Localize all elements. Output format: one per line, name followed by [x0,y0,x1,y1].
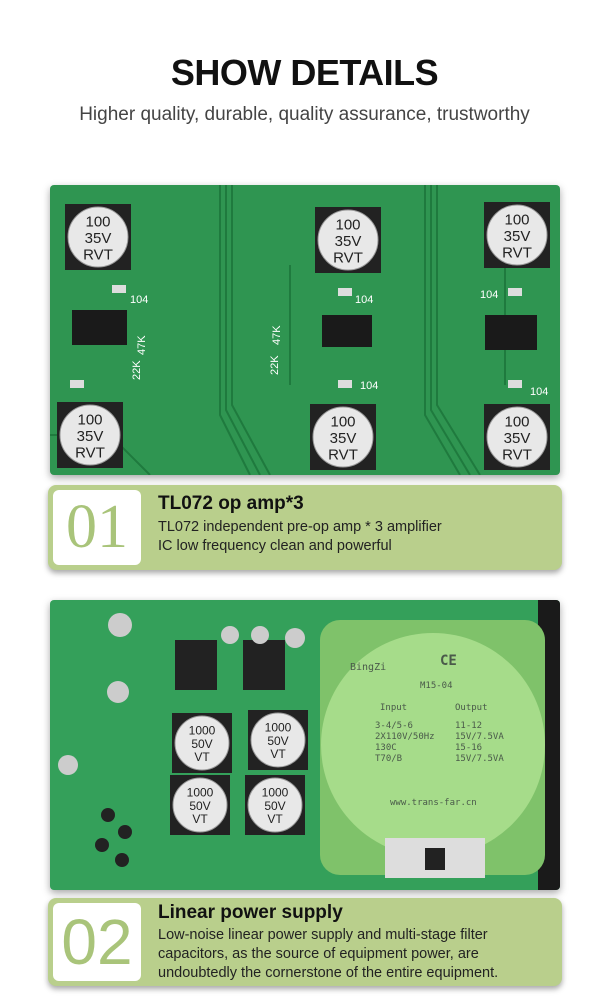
capacitor-label: RVT [502,245,532,262]
input-line: 2X110V/50Hz [375,732,435,742]
resistor-label: 104 [355,294,373,306]
description-line: IC low frequency clean and powerful [158,538,392,554]
capacitor-label: 100 [77,412,102,429]
capacitor-label: 100 [504,414,529,431]
input-line: 3-4/5-6 [375,721,413,731]
output-line: 15-16 [455,743,482,753]
input-line: T70/B [375,754,402,764]
capacitor-label: VT [267,812,283,826]
capacitor-label: 1000 [265,721,292,735]
page-title: SHOW DETAILS [170,52,439,93]
capacitor-label: RVT [502,447,532,464]
capacitor-label: 1000 [187,786,214,800]
description-line: Low-noise linear power supply and multi-… [158,927,488,943]
description-line: TL072 independent pre-op amp * 3 amplifi… [158,519,442,535]
resistor-label: 104 [130,294,148,306]
capacitor-label: 50V [267,734,288,748]
capacitor-label: RVT [75,445,105,462]
resistor-label: 47K [271,325,283,345]
transformer-brand: BingZi [350,662,386,673]
feature-description: Low-noise linear power supply and multi-… [158,926,498,983]
capacitor-label: 100 [330,414,355,431]
capacitor-label: RVT [83,247,113,264]
resistor-label: 47K [136,335,148,355]
resistor-label: 104 [480,289,498,301]
description-line: capacitors, as the source of equipment p… [158,946,479,962]
capacitor-label: 50V [191,737,212,751]
transformer-url: www.trans-far.cn [390,798,477,808]
resistor-label: 22K [131,360,143,380]
resistor-label: 104 [360,380,378,392]
capacitor-label: 35V [77,428,104,445]
description-line: undoubtedly the cornerstone of the entir… [158,965,499,981]
capacitor-label: 100 [335,217,360,234]
feature-card-1: 01 TL072 op amp*3 TL072 independent pre-… [48,485,562,570]
capacitor-label: VT [194,750,210,764]
capacitor-label: 100 [504,212,529,229]
capacitor-label: 1000 [189,724,216,738]
transformer-model: M15-04 [420,681,453,691]
output-title: Output [455,703,488,713]
capacitor-label: VT [270,747,286,761]
capacitor-label: 35V [335,233,362,250]
output-line: 15V/7.5VA [455,732,504,742]
feature-title: TL072 op amp*3 [158,493,304,514]
capacitor-label: 50V [264,799,285,813]
ce-mark: CE [440,653,457,669]
capacitor-label: 1000 [262,786,289,800]
capacitor-label: 35V [504,228,531,245]
output-line: 15V/7.5VA [455,754,504,764]
capacitor-label: 50V [189,799,210,813]
output-line: 11-12 [455,721,482,731]
feature-title: Linear power supply [158,902,343,923]
feature-description: TL072 independent pre-op amp * 3 amplifi… [158,518,442,556]
feature-card-2: 02 Linear power supply Low-noise linear … [48,898,562,986]
page-subtitle: Higher quality, durable, quality assuran… [79,104,530,125]
resistor-label: 22K [269,355,281,375]
capacitor-label: 35V [85,230,112,247]
capacitor-label: RVT [333,250,363,267]
capacitor-label: 35V [330,430,357,447]
capacitor-label: 100 [85,214,110,231]
capacitor-label: 35V [504,430,531,447]
feature-number: 02 [53,903,141,981]
capacitor-label: VT [192,812,208,826]
feature-number: 01 [53,490,141,565]
capacitor-label: RVT [328,447,358,464]
input-title: Input [380,703,407,713]
resistor-label: 104 [530,386,548,398]
input-line: 130C [375,743,397,753]
